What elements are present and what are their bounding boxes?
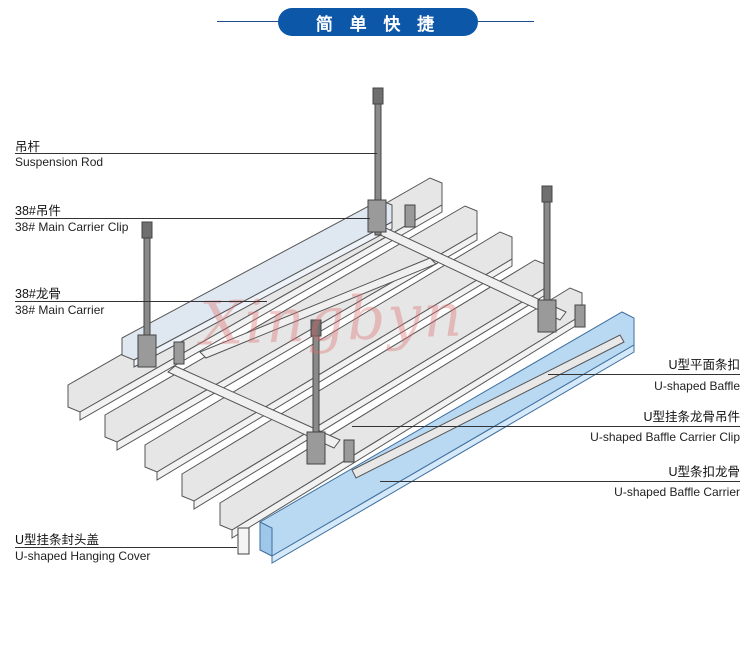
watermark: Xingbyn — [198, 280, 466, 360]
rod — [543, 187, 551, 307]
blue-baffle — [259, 311, 635, 564]
leader-baffle-carrier-clip — [352, 426, 740, 427]
label-baffle-carrier-zh: U型条扣龙骨 — [668, 465, 740, 479]
label-baffle-carrier-en: U-shaped Baffle Carrier — [614, 485, 740, 499]
rod-cap — [372, 87, 384, 105]
title-rule-left — [217, 21, 278, 22]
baffle-channel — [116, 232, 478, 451]
label-hanging-cover-en: U-shaped Hanging Cover — [15, 549, 151, 563]
rod-cap — [541, 185, 553, 203]
clip — [367, 199, 387, 233]
title-rule-right — [478, 21, 534, 22]
cross-straps — [167, 223, 567, 449]
label-main-carrier-en: 38# Main Carrier — [15, 303, 105, 317]
rod — [143, 224, 151, 351]
rod-cap — [141, 221, 153, 239]
label-suspension-rod-zh: 吊杆 — [15, 140, 41, 154]
baffle-channel — [156, 258, 513, 481]
leader-suspension-rod — [15, 153, 377, 154]
label-baffle-carrier-clip-zh: U型挂条龙骨吊件 — [643, 410, 740, 424]
label-baffle-en: U-shaped Baffle — [654, 379, 740, 393]
label-suspension-rod-en: Suspension Rod — [15, 155, 104, 169]
hanging-cover — [237, 527, 250, 555]
baffle-channel — [79, 204, 443, 421]
label-baffle-carrier-clip-en: U-shaped Baffle Carrier Clip — [590, 430, 740, 444]
page-title: 简 单 快 捷 — [278, 8, 478, 36]
rod-cap — [310, 319, 322, 337]
clip — [537, 299, 557, 333]
baffle-carrier-rail — [351, 334, 625, 479]
label-main-carrier-clip-zh: 38#吊件 — [15, 204, 61, 218]
clip — [137, 334, 157, 368]
clip — [173, 341, 185, 365]
leader-main-carrier-clip — [15, 218, 370, 219]
label-main-carrier-clip-en: 38# Main Carrier Clip — [15, 220, 129, 234]
clip — [343, 439, 355, 463]
label-main-carrier-zh: 38#龙骨 — [15, 287, 61, 301]
leader-baffle-carrier — [380, 481, 740, 482]
label-hanging-cover-zh: U型挂条封头盖 — [15, 533, 100, 547]
label-baffle-zh: U型平面条扣 — [668, 358, 740, 372]
carrier-clips — [137, 199, 586, 465]
clip — [404, 204, 416, 228]
clip — [306, 431, 326, 465]
leader-main-carrier — [15, 301, 267, 302]
clip — [574, 304, 586, 328]
leader-hanging-cover — [15, 547, 237, 548]
leader-baffle — [548, 374, 740, 375]
